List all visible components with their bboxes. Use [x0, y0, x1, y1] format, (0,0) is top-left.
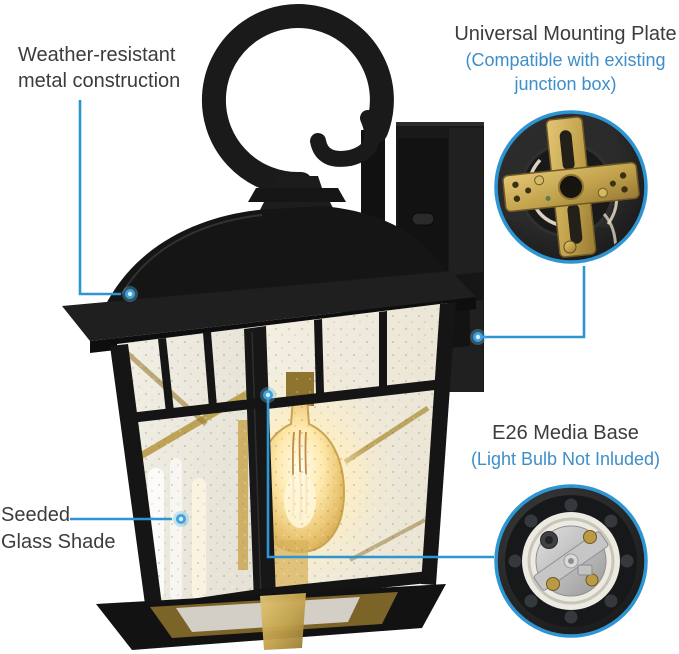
- brass-crossbar: [502, 116, 640, 258]
- e26-subtitle: (Light Bulb Not Inluded): [470, 449, 661, 469]
- wall-plate-top-edge: [396, 122, 484, 126]
- lantern-base: [96, 584, 446, 650]
- mounting-plate-title: Universal Mounting Plate: [454, 23, 677, 45]
- e26-title: E26 Media Base: [492, 422, 639, 444]
- leader-line-mounting: [478, 266, 586, 339]
- callout-seeded-glass: Seeded Glass Shade: [1, 502, 116, 556]
- callout-weather-line2: metal construction: [18, 70, 181, 92]
- leader-dot-e26: [260, 387, 276, 403]
- inset-mounting-plate-photo: [494, 110, 648, 264]
- wall-plate-column: [449, 128, 483, 392]
- mounting-screw: [563, 240, 577, 254]
- inset-e26-socket-photo: [494, 484, 648, 638]
- leader-dot-weather: [122, 286, 138, 302]
- seeded-glass-line2: Glass Shade: [1, 531, 116, 553]
- seeded-glass-line1: Seeded: [1, 504, 70, 526]
- leader-line-e26: [266, 397, 494, 559]
- callout-mounting-plate: Universal Mounting Plate (Compatible wit…: [452, 22, 679, 96]
- callout-e26-base: E26 Media Base (Light Bulb Not Inluded): [452, 421, 679, 471]
- leader-dots: [122, 286, 486, 527]
- callout-weather-line1: Weather-resistant: [18, 44, 176, 66]
- scroll-arm: [201, 4, 394, 197]
- leader-dot-seeded: [173, 511, 189, 527]
- roof-eave: [62, 271, 476, 341]
- glass-right-interior: [253, 303, 448, 600]
- mounting-plate-subtitle-line1: (Compatible with existing: [465, 50, 666, 70]
- leader-line-weather: [78, 100, 121, 296]
- leader-dot-mounting: [470, 329, 486, 345]
- leader-lines: [70, 100, 586, 559]
- callout-weather-resistant: Weather-resistant metal construction: [18, 42, 180, 94]
- mounting-plate-subtitle-line2: junction box): [514, 74, 617, 94]
- photocell-knob: [411, 212, 435, 226]
